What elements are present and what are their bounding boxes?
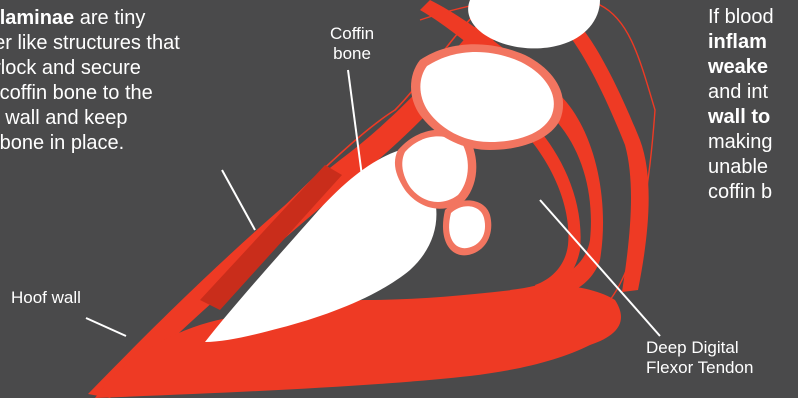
laminae-keyword: laminae bbox=[0, 7, 74, 29]
flexor-tendon-shape bbox=[522, 120, 581, 295]
laminae-text-line: of wall and keep bbox=[0, 106, 180, 131]
laminae-text-line: e bone in place. bbox=[0, 131, 180, 156]
deep-digital-flexor-tendon-label: Deep Digital Flexor Tendon bbox=[646, 338, 753, 378]
inflammation-text-line: and int bbox=[708, 80, 774, 105]
sole-shape bbox=[95, 285, 621, 398]
hoof-wall-label: Hoof wall bbox=[11, 288, 81, 308]
inflammation-text-line: inflam bbox=[708, 30, 774, 55]
inflammation-description: If blood inflam weake and int wall to ma… bbox=[708, 5, 774, 205]
inflammation-text-line: making bbox=[708, 130, 774, 155]
coffin-bone-label: Coffin bone bbox=[330, 24, 374, 64]
laminae-text-suffix: are tiny bbox=[74, 7, 145, 29]
ddft-label-line: Deep Digital bbox=[646, 338, 753, 358]
laminae-text-line: e coffin bone to the bbox=[0, 81, 180, 106]
inflammation-text-line: coffin b bbox=[708, 180, 774, 205]
laminae-text-line: e laminae are tiny bbox=[0, 6, 180, 31]
laminae-leader-line bbox=[222, 170, 255, 230]
inflammation-text-line: If blood bbox=[708, 5, 774, 30]
coffin-bone-label-line: Coffin bbox=[330, 24, 374, 44]
inflammation-text-line: wall to bbox=[708, 105, 774, 130]
laminae-text-line: erlock and secure bbox=[0, 56, 180, 81]
laminae-description: e laminae are tiny ger like structures t… bbox=[0, 6, 180, 156]
ddft-label-line: Flexor Tendon bbox=[646, 358, 753, 378]
inflammation-text-line: unable bbox=[708, 155, 774, 180]
coffin-bone-label-line: bone bbox=[330, 44, 374, 64]
hoof-wall-leader-line bbox=[86, 318, 126, 336]
inflammation-text-line: weake bbox=[708, 55, 774, 80]
laminae-text-line: ger like structures that bbox=[0, 31, 180, 56]
